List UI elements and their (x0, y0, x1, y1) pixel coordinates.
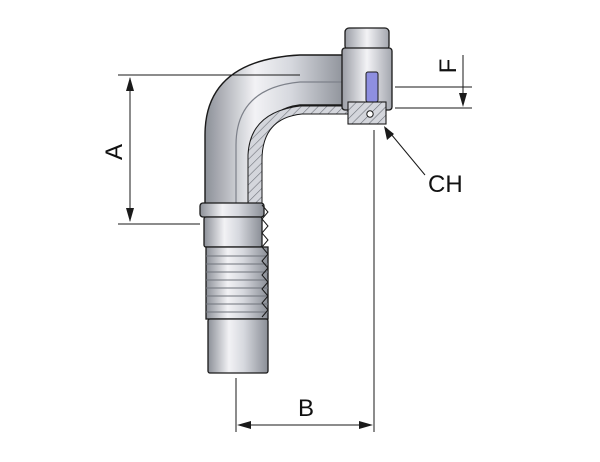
dim-f-arrow (459, 93, 467, 107)
hose-tail-end (207, 318, 269, 374)
elbow-section-hatch (247, 105, 349, 206)
swivel-nut (341, 27, 393, 125)
dim-b-label: B (298, 395, 314, 422)
elbow-inner-bore (235, 81, 348, 205)
hose-tail-serrations (206, 255, 268, 313)
collar-ring (199, 202, 265, 218)
collar-ring-lower (203, 216, 263, 248)
hose-tail-section-teeth (261, 204, 269, 318)
dim-ch-leader (385, 127, 426, 176)
dim-b-arrow-right (359, 421, 373, 429)
dim-a-arrow-bottom (126, 208, 134, 222)
hose-tail (205, 246, 269, 320)
dim-b-arrow-left (237, 421, 251, 429)
dim-a-arrow-top (126, 77, 134, 91)
dim-a-label: A (101, 144, 128, 160)
nut-top (344, 27, 390, 51)
dimension-lines (118, 55, 472, 432)
dimension-arrows (126, 77, 467, 429)
dim-ch-arrow (384, 126, 394, 140)
dim-ch-label: CH (428, 171, 463, 198)
fitting-body (199, 54, 349, 374)
dim-f-label: F (435, 59, 462, 74)
elbow-tube (204, 54, 349, 206)
o-ring-seal (365, 71, 379, 103)
seal-ball (366, 110, 374, 118)
